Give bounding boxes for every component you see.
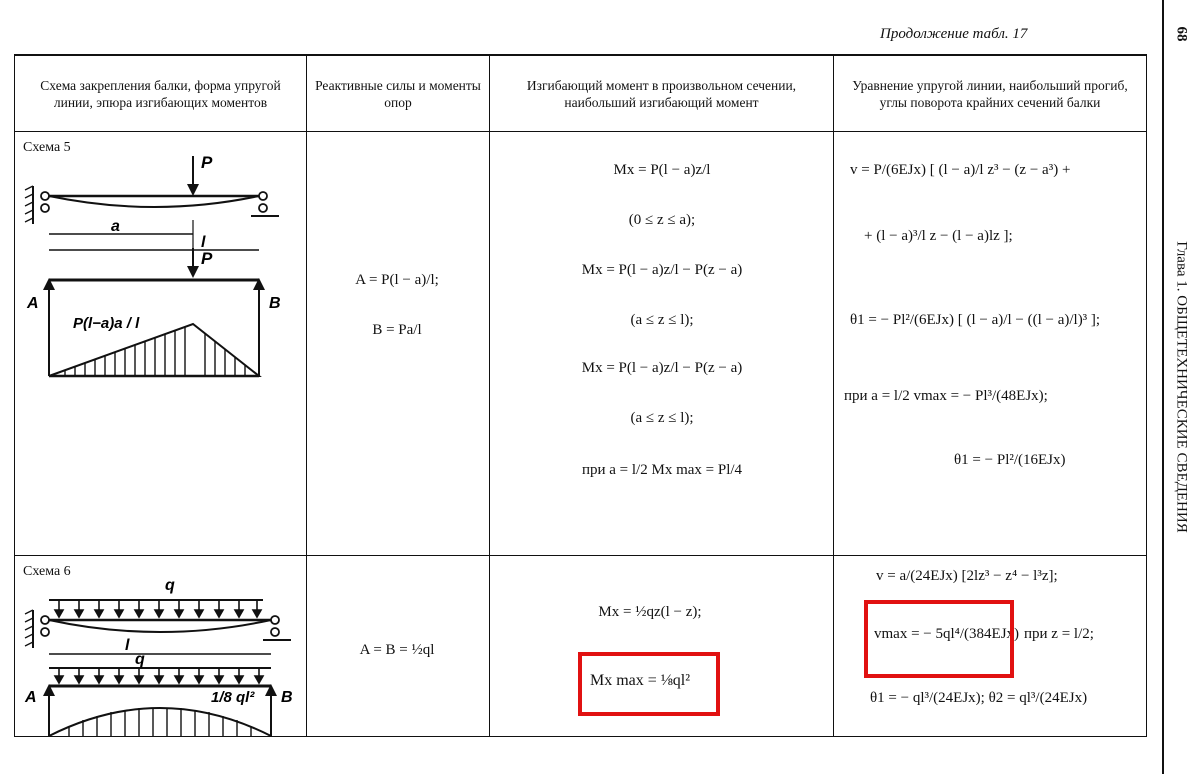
highlight-vmax — [864, 600, 1014, 678]
scheme5-reaction-A: A — [26, 295, 39, 312]
chapter-title: Глава 1. ОБЩЕТЕХНИЧЕСКИЕ СВЕДЕНИЯ — [1173, 241, 1190, 533]
header-scheme: Схема закрепления балки, форма упругой л… — [14, 54, 307, 132]
scheme6-beam-diagram: q l — [24, 577, 293, 737]
scheme6-vmax: vmax = − 5ql⁴/(384EJx) — [874, 626, 1020, 642]
scheme5-theta1-special: θ1 = − Pl²/(16EJx) — [954, 452, 1066, 468]
scheme5-moment-2: Mx = P(l − a)z/l − P(z − a) — [581, 262, 743, 278]
scheme6-load-q: q — [165, 577, 175, 594]
scheme5-range-2: (a ≤ z ≤ l); — [630, 312, 694, 328]
scheme5-moment-cell: Mx = P(l − a)z/l (0 ≤ z ≤ a); Mx = P(l −… — [489, 131, 834, 556]
scheme6-reactions-formula: A = B = ½ql — [359, 642, 435, 658]
scheme5-beam-diagram: P a l P A — [24, 156, 281, 378]
scheme6-vmax-condition: при z = l/2; — [1024, 626, 1094, 642]
scheme5-moment-label: P(l−a)a / l — [73, 315, 140, 332]
scheme5-moment-max: при a = l/2 Mx max = Pl/4 — [581, 462, 743, 478]
header-elastic-line: Уравнение упругой линии, наибольший прог… — [833, 54, 1147, 132]
scheme5-elastic-cell: v = P/(6EJx) [ (l − a)/l z³ − (z − a³) +… — [833, 131, 1147, 556]
scheme6-dim-l: l — [125, 637, 130, 654]
scheme5-range-1: (0 ≤ z ≤ a); — [628, 212, 696, 228]
scheme6-moment-label: 1/8 ql² — [211, 689, 255, 706]
header-moment: Изгибающий момент в произвольном сечении… — [489, 54, 834, 132]
scheme5-moment-3: Mx = P(l − a)z/l − P(z − a) — [581, 360, 743, 376]
scheme6-elastic-1: v = a/(24EJx) [2lz³ − z⁴ − l³z]; — [876, 568, 1058, 584]
scheme5-vmax: при a = l/2 vmax = − Pl³/(48EJx); — [844, 388, 1048, 404]
scheme5-reactions-cell: A = P(l − a)/l; B = Pa/l — [306, 131, 490, 556]
table-caption: Продолжение табл. 17 — [880, 26, 1028, 42]
scheme6-reactions-cell: A = B = ½ql — [306, 555, 490, 737]
scheme5-range-3: (a ≤ z ≤ l); — [630, 410, 694, 426]
scheme6-label: Схема 6 — [23, 564, 71, 579]
scheme6-theta: θ1 = − ql³/(24EJx); θ2 = ql³/(24EJx) — [870, 690, 1088, 706]
scheme6-elastic-cell: v = a/(24EJx) [2lz³ − z⁴ − l³z]; vmax = … — [833, 555, 1147, 737]
header-reactions: Реактивные силы и моменты опор — [306, 54, 490, 132]
scheme5-reaction-B-formula: B = Pa/l — [372, 322, 422, 338]
scheme5-reaction-A-formula: A = P(l − a)/l; — [355, 272, 439, 288]
scheme6-diagram-cell: Схема 6 — [14, 555, 307, 737]
margin-rule — [1162, 0, 1164, 774]
scheme6-moment-cell: Mx = ½qz(l − z); Mx max = ⅛ql² — [489, 555, 834, 737]
scheme5-theta1: θ1 = − Pl²/(6EJx) [ (l − a)/l − ((l − a)… — [850, 312, 1101, 328]
highlight-moment-max — [578, 652, 720, 716]
beam-table: Схема закрепления балки, форма упругой л… — [14, 54, 1147, 737]
scheme6-moment-formula: Mx = ½qz(l − z); — [598, 604, 702, 620]
scheme5-label: Схема 5 — [23, 140, 71, 155]
scheme5-moment-1: Mx = P(l − a)z/l — [613, 162, 711, 178]
scheme5-diagram-cell: Схема 5 — [14, 131, 307, 556]
scheme5-reaction-B: B — [269, 295, 281, 312]
page-number: 68 — [1173, 26, 1190, 42]
scheme5-dim-l: l — [201, 234, 206, 251]
scheme6-reaction-B: B — [281, 689, 293, 706]
scheme5-load-P2: P — [201, 249, 213, 268]
scheme5-elastic-2: + (l − a)³/l z − (l − a)lz ]; — [864, 228, 1013, 244]
scheme5-elastic-1: v = P/(6EJx) [ (l − a)/l z³ − (z − a³) + — [850, 162, 1071, 178]
scheme6-moment-max: Mx max = ⅛ql² — [589, 672, 691, 689]
scheme5-load-P: P — [201, 156, 213, 172]
scheme6-load-q2: q — [135, 651, 145, 668]
scheme5-dim-a: a — [111, 218, 120, 235]
scheme6-reaction-A: A — [24, 689, 37, 706]
